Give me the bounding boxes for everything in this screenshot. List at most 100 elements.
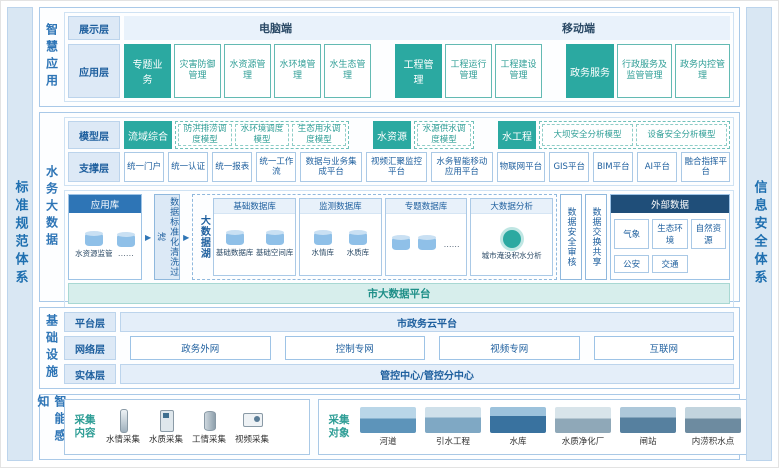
object-item-label: 闸站	[639, 437, 657, 447]
app-item: 水生态管理	[323, 44, 371, 98]
app-item: 政务内控管理	[675, 44, 730, 98]
control-center-bar: 管控中心/管控分中心	[120, 364, 734, 384]
app-group-head: 政务服务	[566, 44, 614, 98]
model-group-water-resource: 水资源 水源供水调度模型	[373, 121, 474, 149]
layer-label-model: 模型层	[68, 121, 120, 149]
layer-label-network: 网络层	[64, 336, 116, 360]
data-exchange-share-box: 数据交换共享	[585, 194, 607, 280]
collection-object-item: 闸站	[620, 407, 676, 447]
lake-title-text: 大数据湖	[198, 215, 210, 259]
object-item-label: 河道	[379, 437, 397, 447]
city-bigdata-platform-bar: 市大数据平台	[68, 283, 730, 304]
water-quality-device-icon	[156, 409, 176, 432]
section-water-big-data: 水务大数据 模型层 流域综合 防洪排涝调度模型 水环境调度模型 生态用水调度模型	[39, 112, 740, 308]
right-pillar-label: 信息安全体系	[751, 180, 767, 288]
section-label-text: 水务大数据	[44, 164, 59, 250]
database-cylinder-icon	[313, 229, 332, 245]
layer-label-application: 应用层	[68, 44, 120, 98]
right-pillar: 信息安全体系	[746, 7, 772, 461]
app-item: 灾害防御管理	[174, 44, 222, 98]
db-cylinder-label: 水情库	[311, 247, 335, 257]
collection-object-item: 引水工程	[425, 407, 481, 447]
model-group-head: 水资源	[373, 121, 411, 149]
support-item: 统一工作流	[256, 152, 297, 182]
db-cylinder-item: 水质库	[346, 229, 370, 258]
support-item: 统一报表	[212, 152, 253, 182]
db-cylinder-label: 水资源监管	[75, 249, 113, 258]
layer-label-display: 展示层	[68, 16, 120, 40]
analysis-radar-icon	[502, 229, 521, 248]
lake-thematic-db: 专题数据库	[384, 198, 468, 276]
application-database-title: 应用库	[69, 195, 141, 213]
ellipsis-text: ……	[117, 249, 134, 258]
support-item: AI平台	[637, 152, 678, 182]
model-group-items: 大坝安全分析模型 设备安全分析模型	[539, 121, 730, 149]
model-support-inner: 模型层 流域综合 防洪排涝调度模型 水环境调度模型 生态用水调度模型 水资源	[64, 117, 734, 186]
engineering-sensor-icon	[199, 409, 219, 431]
db-cylinder-item: ……	[116, 232, 135, 258]
external-item: 公安	[614, 255, 650, 273]
db-cylinder-label: 水质库	[346, 247, 370, 257]
object-item-label: 水库	[509, 437, 527, 447]
data-security-audit-box: 数据安全审核	[560, 194, 582, 280]
database-cylinder-icon	[348, 229, 367, 245]
network-item: 控制专网	[284, 336, 425, 360]
model-group-head: 流域综合	[124, 121, 172, 149]
db-cylinder-item	[417, 235, 436, 252]
support-item: 融合指挥平台	[681, 152, 731, 182]
section-label-smart-applications: 智慧应用	[40, 8, 64, 106]
database-cylinder-icon	[392, 235, 411, 250]
layer-label-entity: 实体层	[64, 364, 116, 384]
section-label-text: 基础设施	[44, 314, 59, 382]
model-group-items: 防洪排涝调度模型 水环境调度模型 生态用水调度模型	[175, 121, 349, 149]
layer-label-support: 支撑层	[68, 152, 120, 182]
display-terminals-bar: 电脑端 移动端	[124, 16, 730, 40]
section-label-text: 智能感知	[36, 395, 67, 446]
app-group-engineering: 工程管理 工程运行管理 工程建设管理	[394, 44, 542, 98]
section-smart-applications: 智慧应用 展示层 电脑端 移动端 应用层 专题业务	[39, 7, 740, 107]
collection-object-item: 水库	[490, 407, 546, 447]
external-item: 生态环境	[652, 219, 688, 249]
db-cylinder-item: 基础数据库	[215, 229, 254, 258]
collection-object-label: 采集对象	[328, 413, 350, 439]
exchange-label: 数据交换共享	[590, 207, 601, 267]
collection-content-label: 采集内容	[74, 413, 96, 439]
lake-basic-db: 基础数据库 基础数据库 基础空间库	[213, 198, 296, 276]
external-item: 气象	[614, 219, 650, 249]
lake-sub-title: 监测数据库	[299, 199, 381, 214]
spacer	[478, 121, 494, 149]
collection-object-item: 河道	[360, 407, 416, 447]
lake-sub-title: 专题数据库	[385, 199, 467, 214]
application-database-body: 水资源监管 ……	[69, 213, 141, 279]
app-group-thematic-business: 专题业务 灾害防御管理 水资源管理 水环境管理 水生态管理	[124, 44, 371, 98]
collection-object-group: 采集对象 河道 引水工程 水库	[318, 399, 750, 455]
database-cylinder-icon	[116, 232, 135, 247]
diagram-center: 智慧应用 展示层 电脑端 移动端 应用层 专题业务	[36, 7, 750, 461]
db-cylinder-label: 基础数据库	[215, 247, 254, 257]
data-cleaning-filter-box: 数据标准化清洗过滤	[154, 194, 181, 280]
audit-label: 数据安全审核	[565, 207, 576, 267]
collection-item-label: 水情采集	[106, 435, 141, 445]
object-item-label: 引水工程	[435, 437, 470, 447]
section-intelligent-perception: 智能感知 采集内容 水情采集 水质采集	[36, 394, 750, 460]
db-cylinder-label: 基础空间库	[255, 247, 294, 257]
spacer	[353, 121, 369, 149]
section-label-infrastructure: 基础设施	[40, 308, 64, 388]
model-item: 水源供水调度模型	[417, 124, 471, 146]
network-item: 互联网	[593, 336, 734, 360]
purification-plant-photo	[555, 407, 611, 433]
water-diversion-photo	[425, 407, 481, 433]
gov-cloud-platform-bar: 市政务云平台	[120, 312, 734, 332]
reservoir-photo	[490, 407, 546, 433]
flow-arrow-icon: ▶	[145, 232, 152, 242]
app-item: 工程建设管理	[495, 44, 542, 98]
section-label-intelligent-perception: 智能感知	[36, 395, 67, 459]
big-data-lake: 大数据湖 基础数据库 基础数据库	[192, 194, 557, 280]
database-cylinder-icon	[84, 231, 103, 246]
lake-bigdata-analysis: 大数据分析 城市淹没积水分析	[470, 198, 553, 276]
support-item: 视频汇聚监控平台	[365, 152, 428, 182]
collection-content-item: 水情采集	[106, 409, 140, 445]
model-item: 防洪排涝调度模型	[178, 124, 232, 146]
collection-content-item: 视频采集	[235, 409, 269, 445]
collection-item-label: 视频采集	[235, 435, 270, 445]
